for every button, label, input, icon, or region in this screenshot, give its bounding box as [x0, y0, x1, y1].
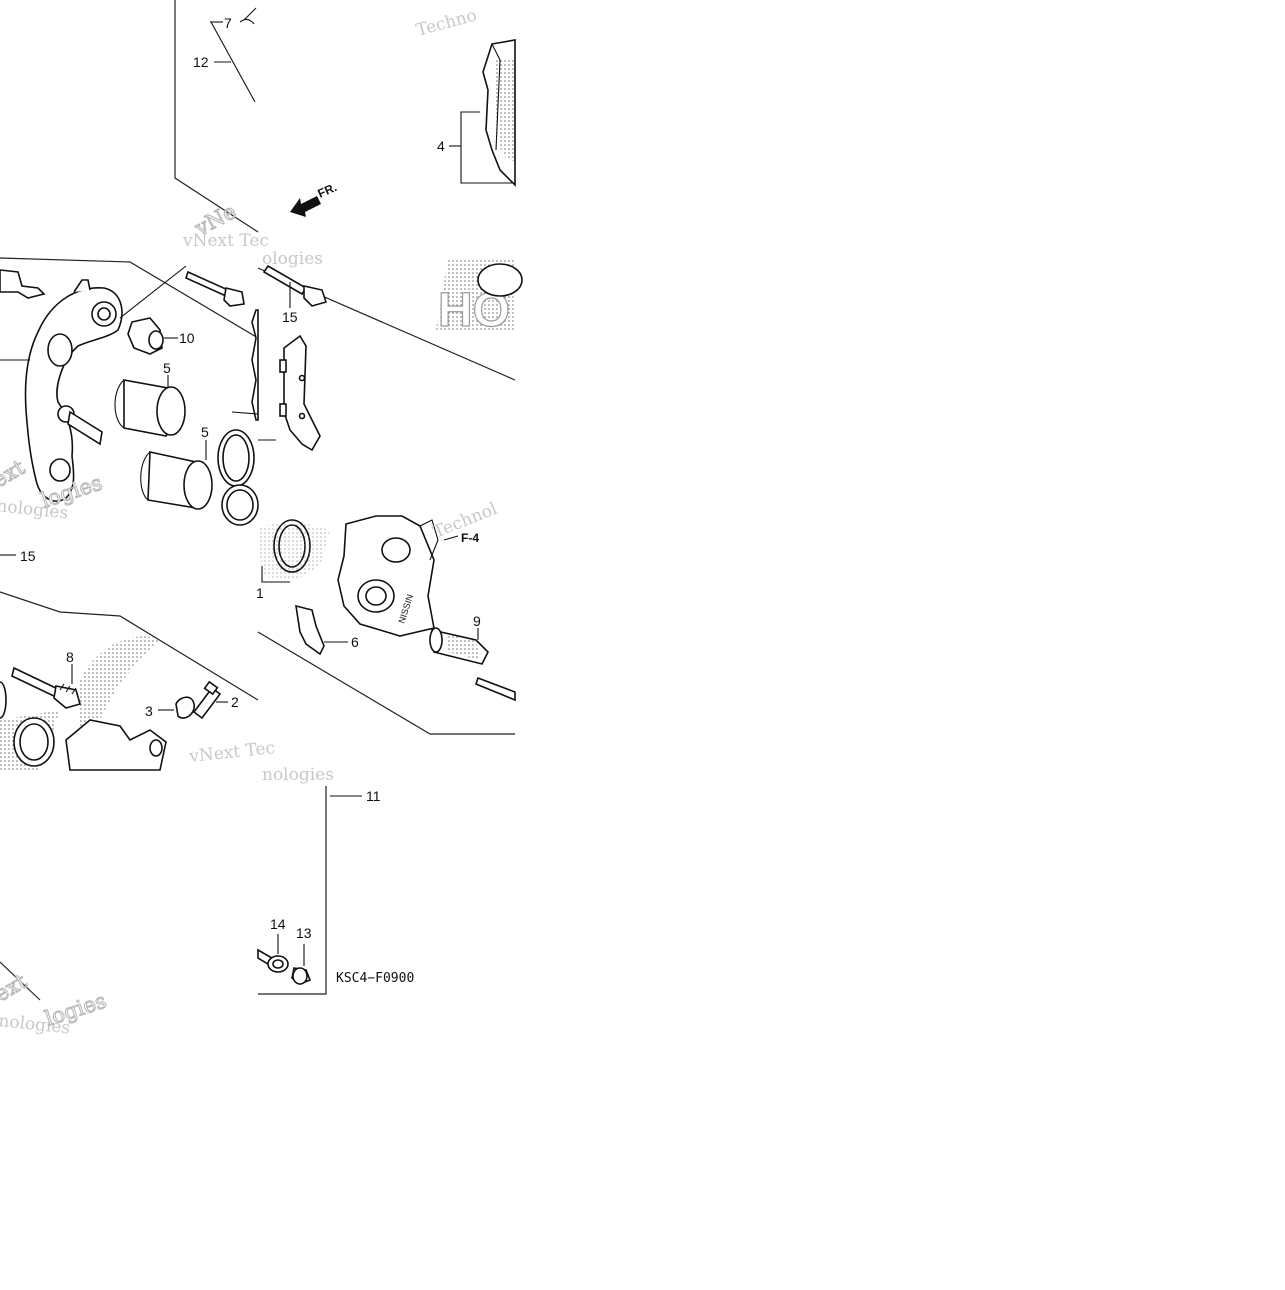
bolt-part — [262, 264, 328, 307]
callout-15: 15 — [20, 548, 36, 564]
honda-logo-watermark: HO — [436, 258, 523, 338]
callout-11: 11 — [366, 788, 381, 804]
callout-4: 4 — [437, 138, 445, 154]
watermark-text: ext — [0, 455, 29, 492]
caliper-body-part: NISSIN — [337, 515, 439, 637]
watermark-text: vNext Tec — [182, 231, 269, 251]
tile-bracket-section: 10 5 5 ext nologies logies — [0, 257, 259, 526]
bleeder-cap-part — [175, 696, 195, 719]
callout-2: 2 — [231, 694, 239, 710]
tile-pad-bolt-section: ologies HO 15 — [257, 249, 523, 452]
callout-13: 13 — [296, 925, 312, 941]
caliper-bracket-part — [24, 279, 123, 502]
callout-7: 7 — [224, 15, 232, 31]
pad-shim-part — [279, 334, 321, 452]
tile-bolt-kit-section: nologies 11 14 13 KSC4−F0900 — [257, 765, 414, 995]
callout-15: 15 — [282, 309, 298, 325]
tile-top-pad-section: 7 12 4 FR. Techno vNext Tec vNe — [174, 0, 516, 251]
callout-12: 12 — [193, 54, 209, 70]
piston-part — [140, 451, 213, 510]
pad-clip-part — [295, 604, 325, 656]
fr-arrow-label: FR. — [316, 180, 339, 201]
callout-1: 1 — [256, 585, 264, 601]
watermark-text: Techno — [414, 6, 479, 41]
bleeder-pin-part — [11, 666, 81, 709]
bolt-part — [185, 270, 245, 307]
callout-14: 14 — [270, 916, 286, 932]
watermark-text: ologies — [262, 249, 323, 269]
brake-pad-part — [482, 39, 516, 187]
reference-f4: F-4 — [461, 531, 479, 545]
slide-pin-part — [429, 627, 489, 665]
tile-lower-left-fragment: ext nologies logies — [0, 961, 110, 1038]
callout-10: 10 — [179, 330, 195, 346]
tile-caliper-body-section: 15 8 3 2 vNext Tec — [0, 548, 276, 771]
callout-9: 9 — [473, 613, 481, 629]
watermark-text: logies — [42, 989, 109, 1031]
callout-5: 5 — [163, 360, 171, 376]
callout-8: 8 — [66, 649, 74, 665]
tile-caliper-assembly-section: 1 NISSIN F-4 6 9 Technol — [256, 499, 516, 735]
piston-part — [114, 379, 186, 437]
watermark-text: nologies — [262, 765, 334, 785]
pin-bolt-part — [257, 948, 289, 973]
boot-part — [127, 317, 164, 355]
plug-part — [291, 967, 312, 985]
watermark-text: vNext Tec — [187, 738, 276, 767]
callout-6: 6 — [351, 634, 359, 650]
callout-3: 3 — [145, 703, 153, 719]
callout-5: 5 — [201, 424, 209, 440]
watermark-text: ext — [0, 969, 31, 1006]
bleeder-valve-part — [192, 680, 222, 720]
frame-line — [174, 0, 259, 233]
front-direction-arrow: FR. — [290, 180, 339, 217]
diagram-code: KSC4−F0900 — [336, 971, 414, 986]
